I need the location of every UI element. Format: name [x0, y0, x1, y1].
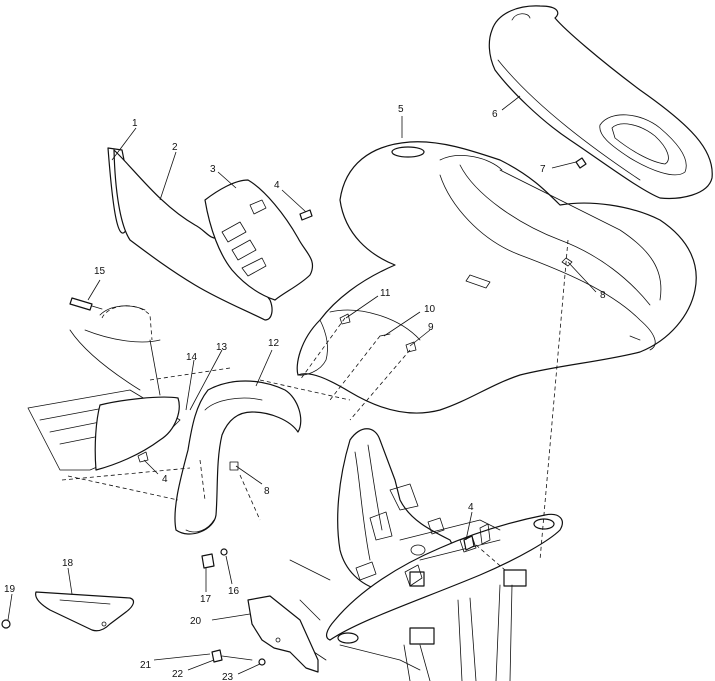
- callout-19: 19: [4, 584, 16, 595]
- callout-13: 13: [216, 342, 228, 353]
- callout-10: 10: [424, 304, 436, 315]
- callout-17: 17: [200, 594, 212, 605]
- callout-11: 11: [380, 288, 391, 299]
- callout-18: 18: [62, 558, 74, 569]
- footrest-frame-part: [27, 305, 191, 501]
- callout-1: 1: [132, 118, 138, 129]
- fender-flare-part: [174, 380, 302, 535]
- leader-lines: [7, 95, 597, 675]
- callout-14: 14: [186, 352, 198, 363]
- bracket-plate-part: [35, 591, 135, 632]
- callout-3: 3: [210, 164, 216, 175]
- callout-4-left: 4: [162, 474, 168, 485]
- callout-5: 5: [398, 104, 404, 115]
- side-panel-parts: [107, 147, 314, 321]
- assembly-lines: [149, 239, 569, 571]
- callout-4-frame: 4: [468, 502, 474, 513]
- callout-9: 9: [428, 322, 434, 333]
- callout-8-center: 8: [264, 486, 270, 497]
- callout-7: 7: [540, 164, 546, 175]
- callout-15: 15: [94, 266, 106, 277]
- callout-4-top: 4: [274, 180, 280, 191]
- callout-8-right: 8: [600, 290, 606, 301]
- callout-21: 21: [140, 660, 152, 671]
- hardware-parts: [1, 157, 587, 666]
- rear-fender-body-part: [296, 141, 697, 414]
- main-frame-part: [289, 428, 563, 681]
- callout-6: 6: [492, 109, 498, 120]
- callout-20: 20: [190, 616, 202, 627]
- seat-part: [488, 5, 713, 200]
- callout-16: 16: [228, 586, 240, 597]
- callout-23: 23: [222, 672, 234, 681]
- callouts: 1 2 3 4 5 6 7 8 9 10 11 12 13 14 15 4 8 …: [4, 104, 606, 681]
- callout-2: 2: [172, 142, 178, 153]
- mud-plate-part: [247, 595, 319, 673]
- callout-12: 12: [268, 338, 280, 349]
- callout-22: 22: [172, 669, 184, 680]
